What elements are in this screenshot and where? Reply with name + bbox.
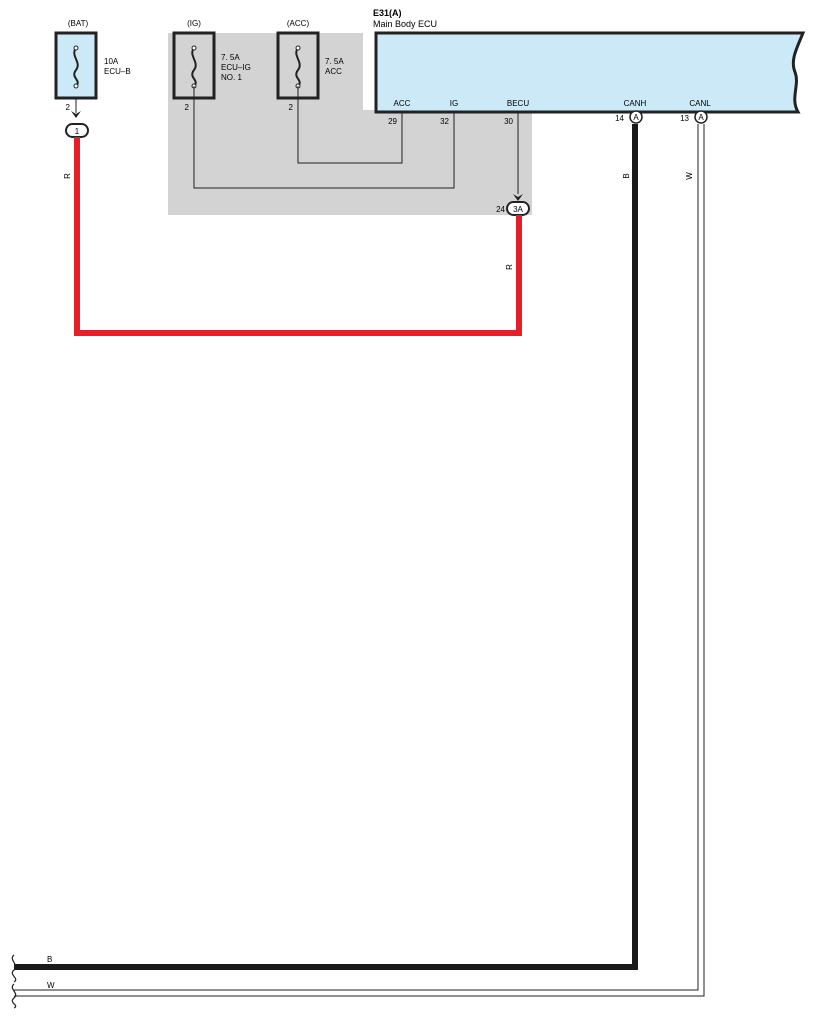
shaded-internal-region [168, 33, 532, 215]
becu-junction-label: 3A [513, 205, 523, 214]
pin-ig-number: 32 [440, 117, 449, 126]
bottom-b-label: B [47, 955, 52, 964]
canh-connector-label: A [633, 113, 639, 122]
becu-arrow-icon [513, 194, 523, 201]
fuse-acc-icon [295, 47, 301, 87]
wire-bat-color-label: R [63, 173, 72, 179]
break-symbol-lower [11, 983, 17, 1009]
wire-canl-white-outer [14, 124, 705, 997]
canl-connector [694, 110, 708, 124]
wire-ig-internal [193, 86, 455, 189]
canh-connector [629, 110, 643, 124]
fuse-ig-name: ECU–IG [221, 63, 251, 72]
fuse-acc-rating: 7. 5A [325, 57, 344, 66]
fuse-acc-pin: 2 [289, 103, 294, 112]
pin-acc-number: 29 [388, 117, 397, 126]
wire-canl-color-label: W [685, 172, 694, 180]
terminal-canl-label: CANL [689, 99, 711, 108]
break-symbol-upper [11, 954, 17, 983]
bottom-w-label: W [47, 981, 55, 990]
fuse-bat-source: (BAT) [68, 19, 89, 28]
fuse-ig-source: (IG) [187, 19, 201, 28]
terminal-ig-label: IG [450, 99, 458, 108]
fuse-bat-icon [73, 47, 79, 87]
bat-junction-label: 1 [75, 127, 80, 136]
fuse-ig-pin: 2 [185, 103, 190, 112]
wire-becu-color-label: R [505, 264, 514, 270]
terminal-canh-label: CANH [624, 99, 647, 108]
terminal-becu-label: BECU [507, 99, 529, 108]
pin-canh-number: 14 [615, 114, 624, 123]
terminal-acc-label: ACC [394, 99, 411, 108]
bat-arrow-icon [71, 111, 81, 118]
pin-canl-number: 13 [680, 114, 689, 123]
wire-canl-white-inner [14, 124, 699, 991]
canl-connector-label: A [698, 113, 704, 122]
fuse-ig-name2: NO. 1 [221, 73, 242, 82]
pin-becu-number: 30 [504, 117, 513, 126]
fuse-bat-name: ECU–B [104, 67, 131, 76]
wire-red-bat-becu [74, 137, 522, 336]
main-body-ecu-box [374, 31, 806, 114]
ecu-code: E31(A) [373, 8, 402, 18]
wire-canh-color-label: B [622, 173, 631, 178]
ecu-name: Main Body ECU [373, 19, 437, 29]
fuse-bat-rating: 10A [104, 57, 119, 66]
fuse-bat-pin: 2 [66, 103, 71, 112]
fuse-acc-name: ACC [325, 67, 342, 76]
becu-junction-pin: 24 [496, 205, 505, 214]
fuse-ig-icon [191, 47, 197, 87]
wire-canh-black [14, 124, 638, 970]
fuse-ig-rating: 7. 5A [221, 53, 240, 62]
fuse-acc-source: (ACC) [287, 19, 310, 28]
wire-acc-internal [297, 86, 403, 164]
